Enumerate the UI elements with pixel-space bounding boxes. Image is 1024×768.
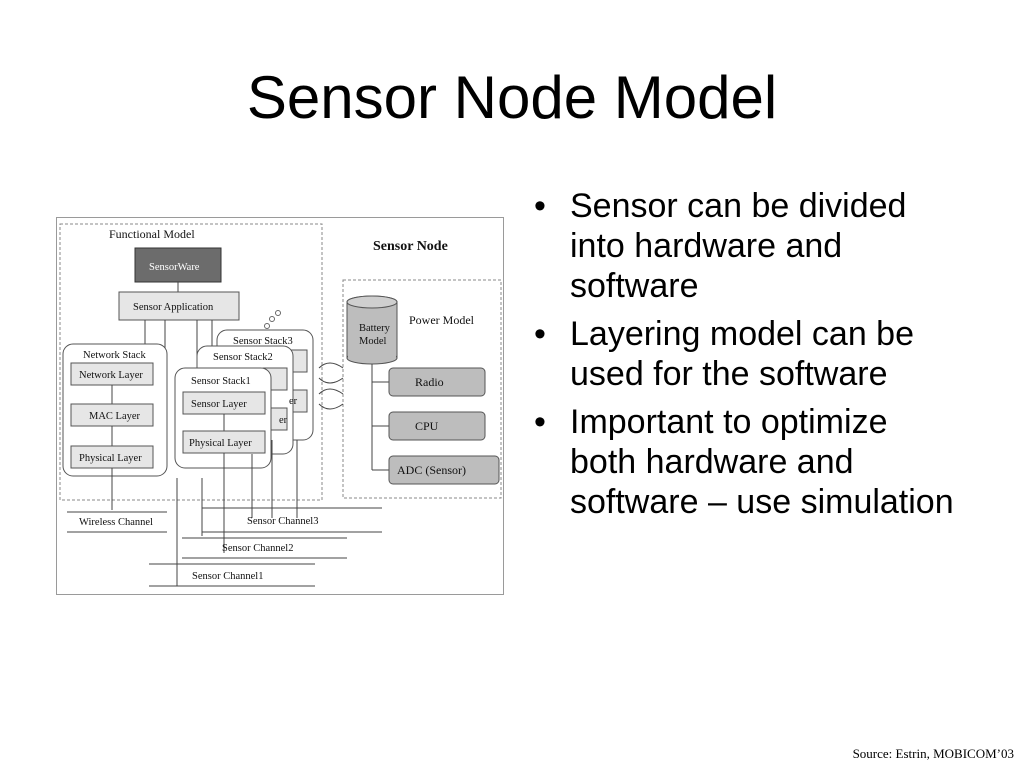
bullet-marker: • (534, 315, 546, 353)
mac-layer-label: MAC Layer (89, 411, 141, 422)
radio-label: Radio (415, 375, 444, 389)
adc-label: ADC (Sensor) (397, 463, 466, 477)
sensor-application-box (118, 291, 240, 321)
bullet-marker: • (534, 187, 546, 225)
cpu-box (388, 411, 486, 441)
sensor-channel-1-label: Sensor Channel1 (192, 571, 263, 582)
network-layer-label: Network Layer (79, 370, 143, 381)
bullet-text: Important to optimize both hardware and … (570, 403, 954, 521)
network-stack-label: Network Stack (83, 350, 146, 361)
source-citation: Source: Estrin, MOBICOM’03 (852, 746, 1014, 761)
sensor-channel-2-label: Sensor Channel2 (222, 543, 293, 554)
diagram-canvas: Functional Model Sensor Node SensorWare … (59, 223, 502, 587)
sensor-node-diagram: Functional Model Sensor Node SensorWare … (56, 217, 504, 595)
bullet-item: • Layering model can be used for the sof… (530, 314, 960, 394)
bullet-item: • Important to optimize both hardware an… (530, 402, 960, 522)
sensor-layer-label: Sensor Layer (191, 399, 247, 410)
slide-title: Sensor Node Model (246, 64, 778, 131)
adc-box (388, 455, 500, 485)
sensor-stack-1-label: Sensor Stack1 (191, 376, 251, 387)
battery-model-label-2: Model (359, 336, 386, 347)
bullet-list: • Sensor can be divided into hardware an… (530, 186, 960, 530)
sensor-node-label: Sensor Node (373, 239, 448, 254)
sensor-stack-3-label: Sensor Stack3 (233, 336, 293, 347)
stack-physical-layer-label: Physical Layer (189, 438, 252, 449)
battery-model-icon (346, 295, 398, 365)
svg-text:er: er (289, 396, 298, 407)
bullet-marker: • (534, 403, 546, 441)
sensorware-box (134, 247, 222, 283)
sensor-stack-2-label: Sensor Stack2 (213, 352, 273, 363)
battery-model-label-1: Battery (359, 323, 391, 334)
wireless-channel-label: Wireless Channel (79, 517, 153, 528)
svg-text:er: er (279, 415, 288, 426)
sensor-channel-3-label: Sensor Channel3 (247, 516, 318, 527)
power-model-region (342, 279, 502, 499)
functional-model-region (59, 223, 323, 501)
radio-box (388, 367, 486, 397)
sensorware-label: SensorWare (149, 262, 200, 273)
cpu-label: CPU (415, 419, 439, 433)
sensor-application-label: Sensor Application (133, 302, 214, 313)
bullet-text: Sensor can be divided into hardware and … (570, 187, 907, 305)
power-model-label: Power Model (409, 313, 475, 327)
physical-layer-label: Physical Layer (79, 453, 142, 464)
functional-model-label: Functional Model (109, 227, 195, 241)
bullet-item: • Sensor can be divided into hardware an… (530, 186, 960, 306)
bullet-text: Layering model can be used for the softw… (570, 315, 915, 393)
bubbles-icon (264, 323, 270, 329)
